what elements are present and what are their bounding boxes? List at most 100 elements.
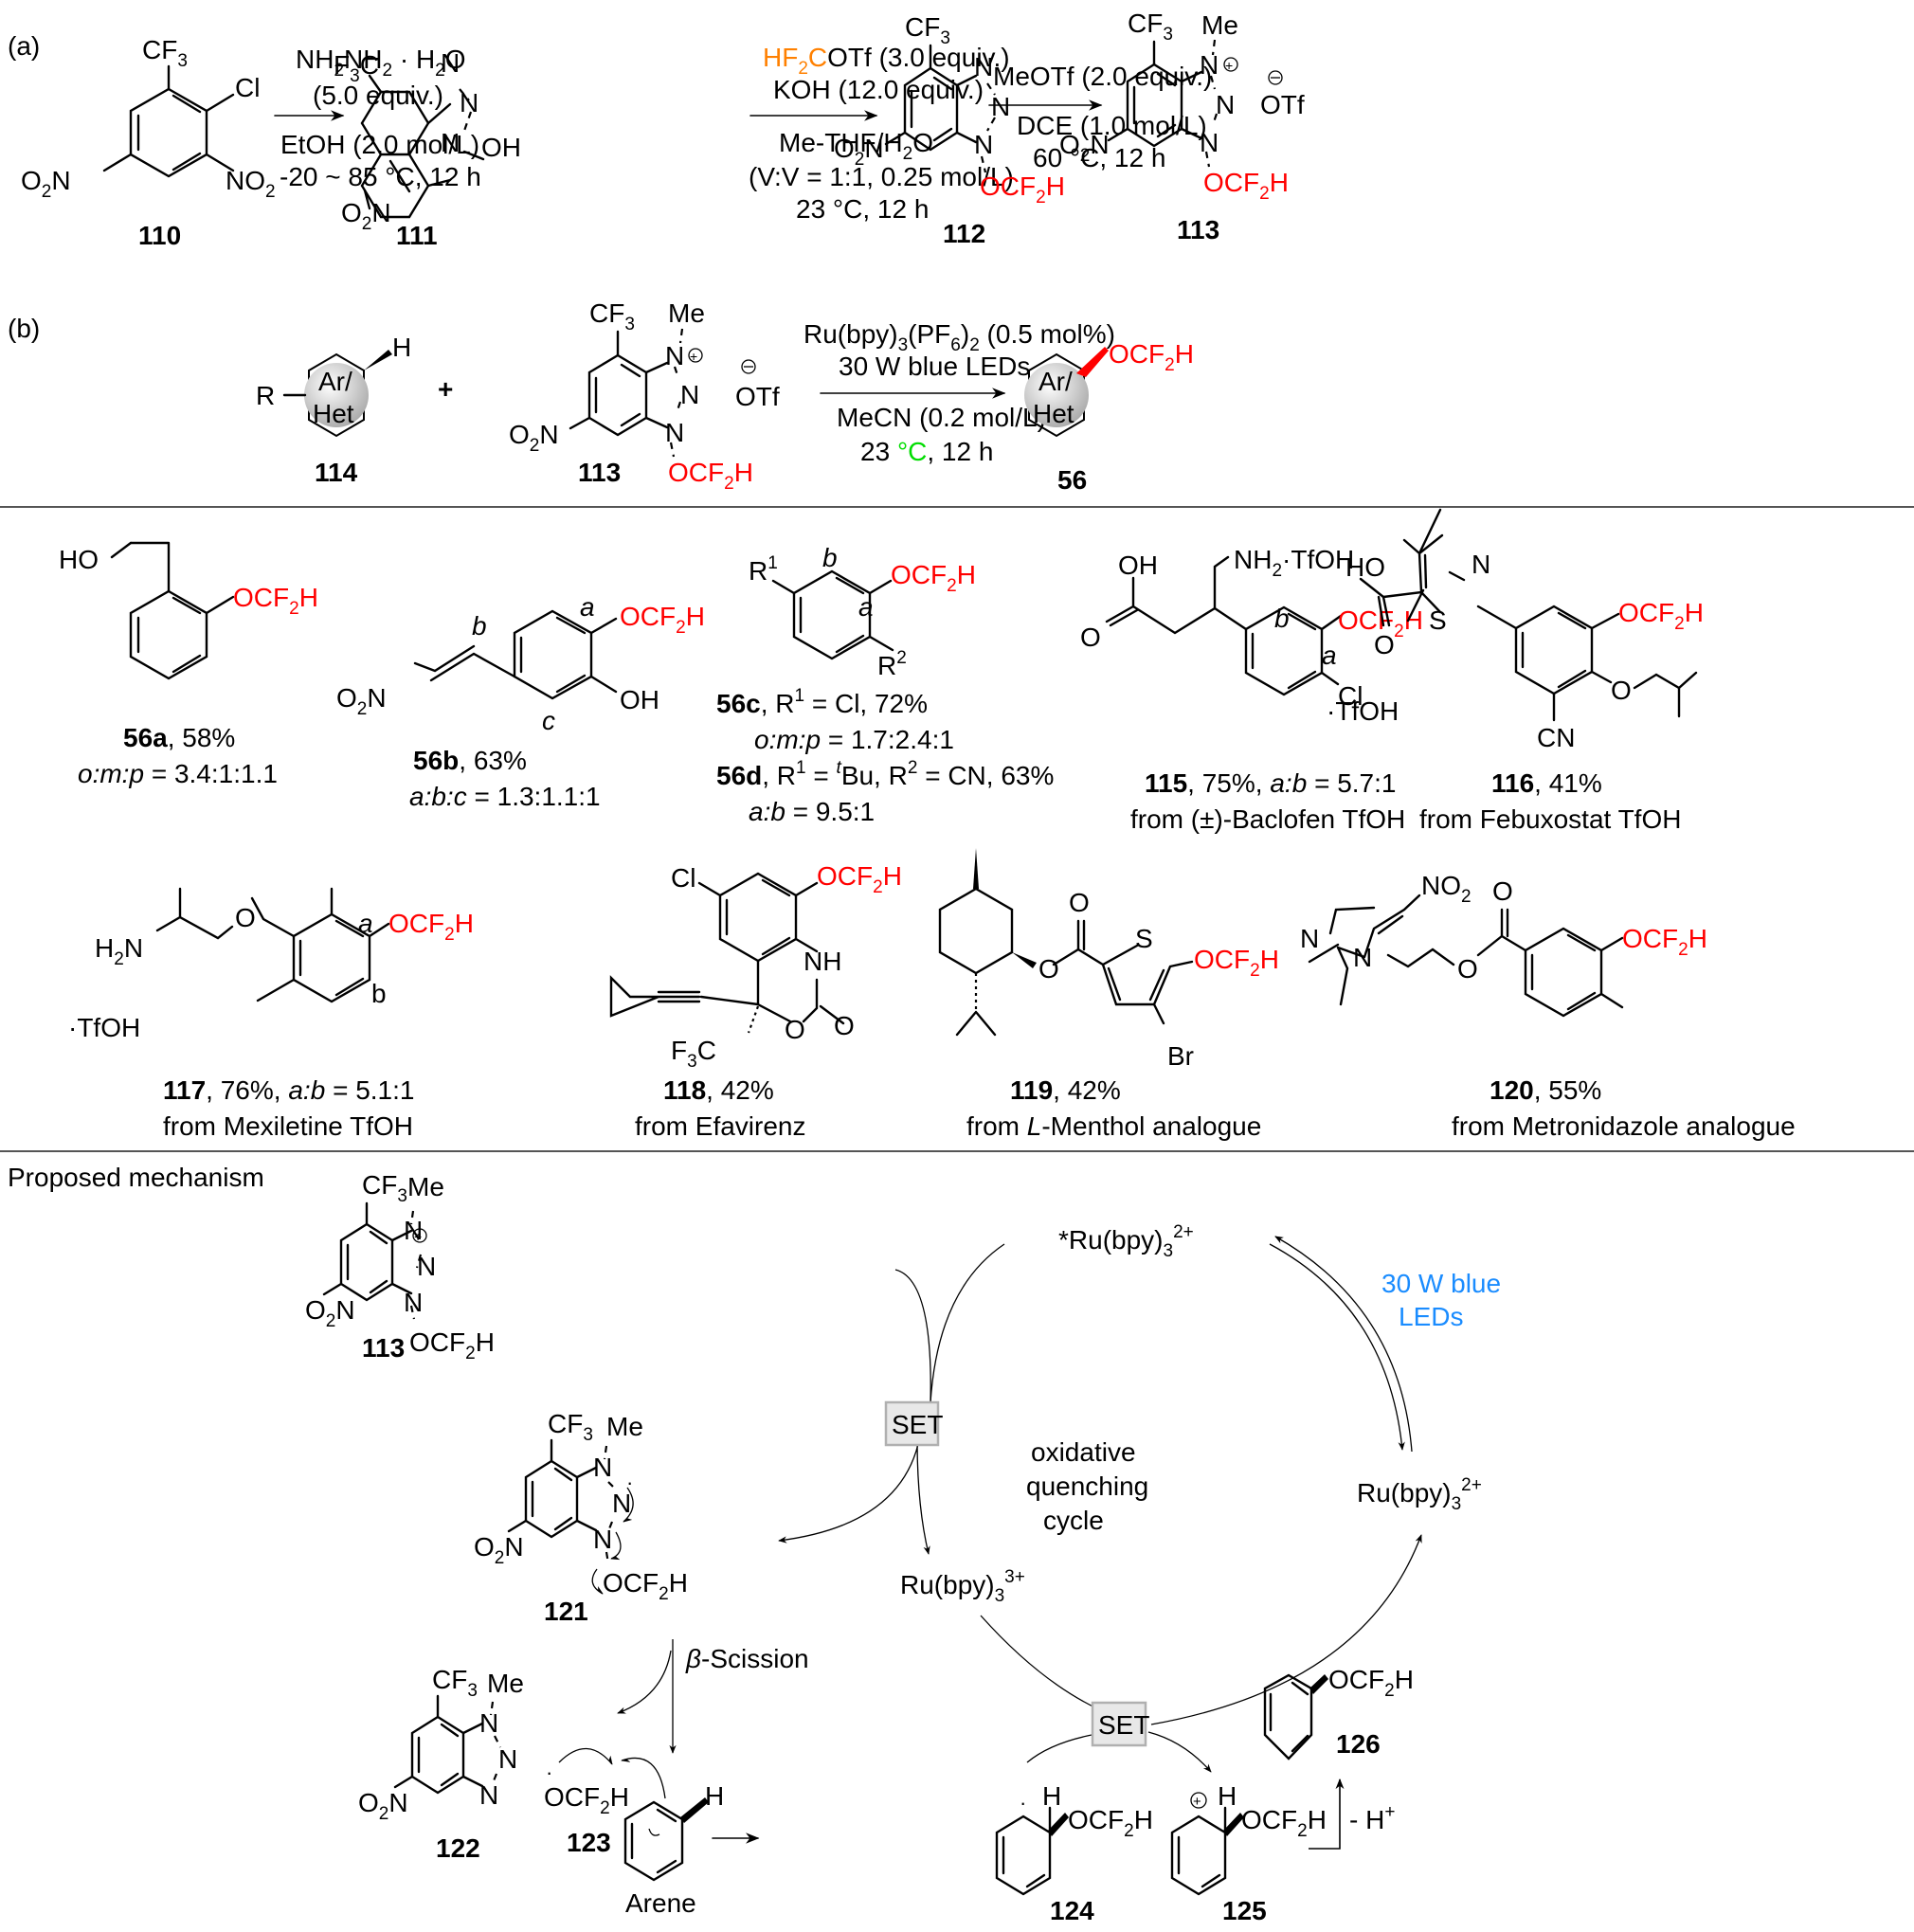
panel-b-label: (b): [8, 314, 40, 343]
svg-text:N: N: [1353, 943, 1372, 972]
compound-112-id: 112: [943, 219, 985, 248]
panel-b: (b) R H Ar/ Het 114 + CF3 Me N + N N O2N: [8, 298, 1194, 495]
svg-text:S: S: [1429, 605, 1447, 635]
cycle-label-2: quenching: [1026, 1472, 1148, 1501]
svg-text:O: O: [785, 1015, 805, 1044]
svg-text:O2N: O2N: [305, 1295, 355, 1331]
svg-text:Br: Br: [1167, 1041, 1194, 1071]
cycle-label-3: cycle: [1043, 1506, 1104, 1535]
svg-text:N: N: [460, 88, 478, 117]
scope-row-1: HO OCF2H 56a, 58% o:m:p = 3.4:1:1.1 O2N …: [59, 508, 1704, 834]
svg-text:a:b:c = 1.3:1.1:1: a:b:c = 1.3:1.1:1: [409, 782, 601, 811]
set-box-bottom: SET: [1091, 1701, 1149, 1747]
svg-text:NH2·TfOH: NH2·TfOH: [1234, 545, 1354, 581]
svg-text:N: N: [404, 1216, 423, 1245]
svg-text:H: H: [392, 333, 411, 362]
svg-text:117, 76%, a:b = 5.1:1: 117, 76%, a:b = 5.1:1: [163, 1075, 414, 1105]
svg-text:OCF2H: OCF2H: [980, 172, 1065, 208]
svg-text:O2N: O2N: [336, 683, 387, 719]
svg-text:NO2: NO2: [226, 166, 276, 202]
svg-text:O: O: [1492, 876, 1513, 906]
svg-text:from Metronidazole analogue: from Metronidazole analogue: [1452, 1111, 1796, 1141]
svg-text:c: c: [542, 706, 555, 735]
svg-text:Me: Me: [487, 1669, 524, 1698]
svg-text:a:b = 9.5:1: a:b = 9.5:1: [749, 797, 875, 826]
svg-text:Cl: Cl: [235, 73, 260, 102]
svg-text:o:m:p = 3.4:1:1.1: o:m:p = 3.4:1:1.1: [78, 759, 278, 788]
svg-text:OCF2H: OCF2H: [668, 458, 753, 494]
svg-text:OCF2H: OCF2H: [1203, 168, 1289, 204]
light-label-1: 30 W blue: [1381, 1269, 1501, 1298]
svg-text:a: a: [358, 909, 373, 938]
svg-text:N: N: [441, 48, 460, 78]
svg-text:56a, 58%: 56a, 58%: [123, 723, 235, 752]
compound-119: O O S OCF2H Br 119, 42% from L-Menthol a…: [938, 848, 1279, 1141]
svg-text:CN: CN: [1537, 723, 1575, 752]
svg-text:O: O: [834, 1011, 855, 1040]
svg-text:·TfOH: ·TfOH: [68, 1013, 140, 1042]
mechanism-arene: H Arene: [623, 1781, 724, 1918]
compound-56a: HO OCF2H 56a, 58% o:m:p = 3.4:1:1.1: [59, 541, 318, 788]
product-56: R Ar/ Het OCF2H 56: [1024, 339, 1194, 495]
svg-text:Ar/: Ar/: [1038, 367, 1073, 396]
svg-text:120, 55%: 120, 55%: [1490, 1075, 1601, 1105]
svg-text:HO: HO: [1345, 552, 1385, 582]
svg-text:119, 42%: 119, 42%: [1010, 1075, 1121, 1105]
svg-text:OCF2H: OCF2H: [1618, 598, 1704, 634]
cycle-arc-left: [930, 1243, 1005, 1403]
svg-text:CF3: CF3: [589, 298, 635, 334]
svg-text:+: +: [414, 1229, 422, 1244]
svg-text:H: H: [1218, 1781, 1237, 1811]
mechanism-compound-124: · H OCF2H 124: [995, 1781, 1153, 1925]
svg-text:Me: Me: [606, 1412, 643, 1441]
svg-text:Het: Het: [1033, 399, 1074, 428]
svg-text:N: N: [498, 1744, 517, 1774]
svg-text:·: ·: [1020, 1791, 1026, 1815]
svg-text:OCF2H: OCF2H: [1109, 339, 1194, 375]
svg-text:O: O: [1069, 888, 1090, 917]
panel-a: (a) CF3 Cl NO2 O2N 110 NH2NH2 · H2O (5.0…: [8, 9, 1305, 250]
compound-56b: O2N OH OCF2H a b c 56b, 63% a:b:c = 1.3:…: [336, 592, 705, 811]
scope-row-2: O H2N a OCF2H b ·TfOH 117, 76%, a:b = 5.…: [68, 848, 1796, 1141]
svg-text:N: N: [593, 1453, 612, 1482]
compound-117: O H2N a OCF2H b ·TfOH 117, 76%, a:b = 5.…: [68, 887, 474, 1141]
svg-text:+: +: [1193, 1794, 1201, 1810]
mechanism-compound-121: CF3 Me N N · N O2N OCF2H 121: [474, 1409, 688, 1626]
cycle-label-1: oxidative: [1031, 1437, 1136, 1467]
svg-text:N: N: [441, 128, 460, 157]
svg-text:+: +: [690, 349, 697, 364]
mechanism-title: Proposed mechanism: [8, 1163, 264, 1192]
svg-text:a: a: [580, 592, 595, 622]
svg-text:+: +: [1225, 58, 1233, 73]
step3-solvent: DCE (1.0 mol/L): [1017, 111, 1207, 140]
svg-text:Cl: Cl: [671, 863, 695, 893]
svg-text:from L-Menthol analogue: from L-Menthol analogue: [966, 1111, 1261, 1141]
arrow-to-121: [778, 1439, 920, 1544]
svg-text:O: O: [1080, 623, 1101, 652]
svg-text:Ar/: Ar/: [318, 367, 352, 396]
compound-113-b-id: 113: [578, 458, 621, 487]
svg-text:from Mexiletine TfOH: from Mexiletine TfOH: [163, 1111, 413, 1141]
arc-113-in: [894, 1269, 931, 1403]
deprotonation-label: - H+: [1349, 1802, 1395, 1834]
svg-text:OH: OH: [620, 685, 659, 714]
svg-text:H: H: [705, 1781, 724, 1811]
svg-text:N: N: [1300, 924, 1319, 953]
mechanism-compound-113: CF3 Me N + N N O2N OCF2H 113: [305, 1170, 495, 1363]
svg-text:125: 125: [1222, 1896, 1267, 1925]
svg-text:O2N: O2N: [474, 1532, 524, 1568]
svg-text:from Efavirenz: from Efavirenz: [635, 1111, 806, 1141]
svg-text:CF3: CF3: [432, 1665, 478, 1701]
svg-text:OCF2H: OCF2H: [817, 861, 902, 897]
compound-113-b: CF3 Me N + N N O2N OCF2H OTf 113: [509, 298, 780, 494]
arrow-to-ru3: [916, 1439, 930, 1555]
svg-text:N: N: [665, 418, 684, 447]
svg-text:OCF2H: OCF2H: [1328, 1665, 1414, 1701]
svg-text:N: N: [1200, 50, 1219, 80]
panel-a-label: (a): [8, 31, 40, 61]
step2-temp: 23 °C, 12 h: [796, 194, 929, 224]
light-conditions: 30 W blue LEDs: [839, 352, 1030, 381]
svg-text:·: ·: [546, 1760, 552, 1784]
svg-text:122: 122: [436, 1833, 480, 1863]
svg-text:OCF2H: OCF2H: [1622, 924, 1707, 960]
